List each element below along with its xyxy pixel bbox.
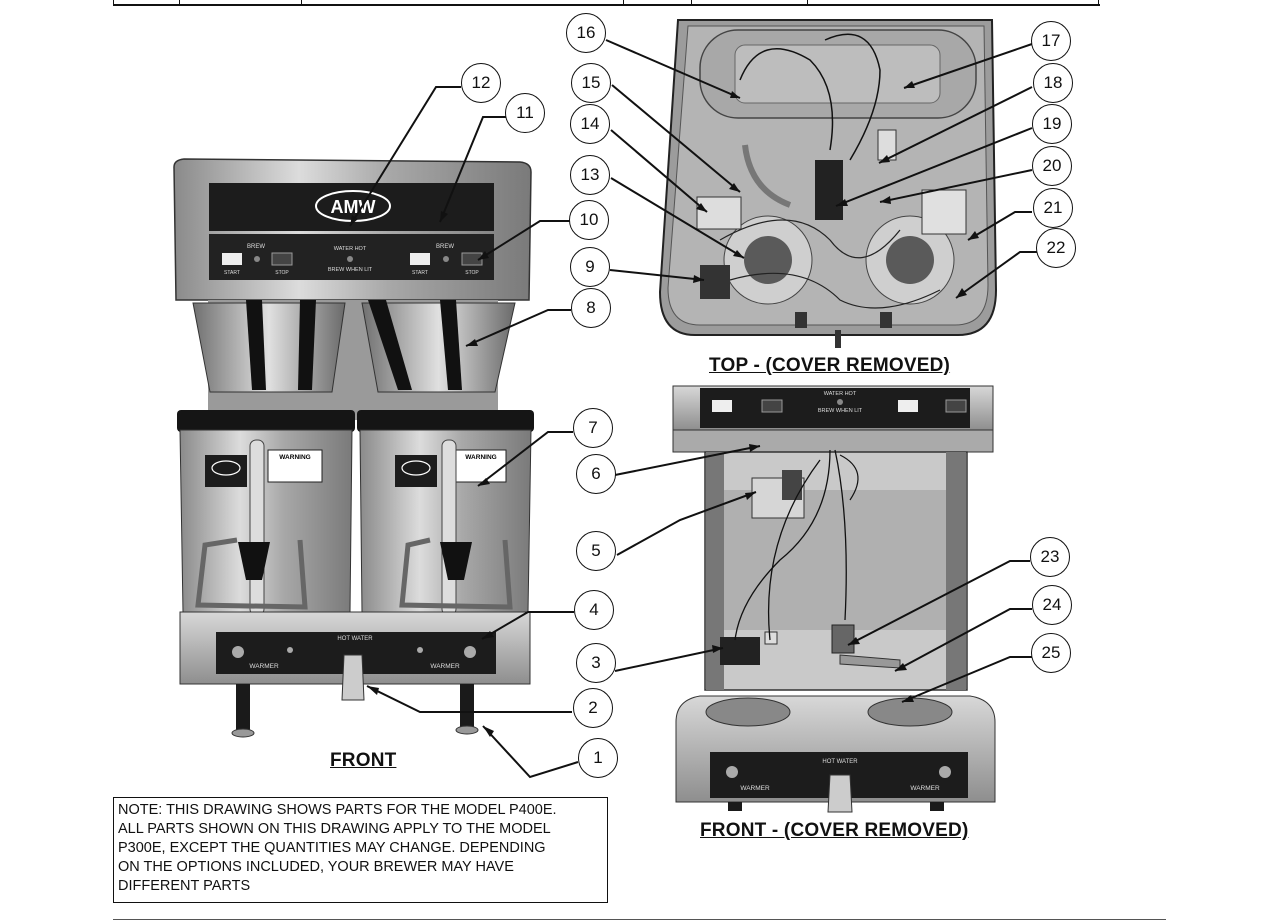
svg-text:WATER HOT: WATER HOT: [824, 391, 857, 397]
svg-text:BREW WHEN LIT: BREW WHEN LIT: [818, 408, 863, 414]
callout-23: 23: [1030, 537, 1070, 577]
svg-text:STOP: STOP: [275, 270, 289, 276]
callout-21: 21: [1033, 188, 1073, 228]
callout-5: 5: [576, 531, 616, 571]
callout-2: 2: [573, 688, 613, 728]
callout-24: 24: [1032, 585, 1072, 625]
note-line: ON THE OPTIONS INCLUDED, YOUR BREWER MAY…: [118, 859, 514, 875]
callout-22: 22: [1036, 228, 1076, 268]
top-view-drawing: [658, 19, 998, 348]
svg-text:BREW WHEN LIT: BREW WHEN LIT: [328, 267, 373, 273]
svg-text:WARMER: WARMER: [430, 663, 460, 670]
bottom-rule: [113, 919, 1166, 920]
callout-20: 20: [1032, 146, 1072, 186]
front-view-drawing: AMW BREW BREW WATER HOT BREW WHEN LIT ST…: [173, 158, 534, 738]
note-line: ALL PARTS SHOWN ON THIS DRAWING APPLY TO…: [118, 821, 551, 837]
callout-12: 12: [461, 63, 501, 103]
svg-text:WATER HOT: WATER HOT: [334, 246, 367, 252]
view-title-top-cover-removed: TOP - (COVER REMOVED): [709, 355, 951, 376]
note-box: NOTE: THIS DRAWING SHOWS PARTS FOR THE M…: [113, 797, 608, 903]
front-cover-removed-drawing: WATER HOT BREW WHEN LIT WARMER WARMER HO…: [672, 385, 996, 813]
svg-text:BREW: BREW: [436, 244, 454, 250]
top-table-edge: [113, 0, 1100, 6]
svg-text:WARNING: WARNING: [279, 454, 310, 461]
svg-text:HOT WATER: HOT WATER: [337, 636, 373, 642]
svg-text:BREW: BREW: [247, 244, 265, 250]
callout-16: 16: [566, 13, 606, 53]
svg-text:START: START: [224, 270, 240, 276]
callout-18: 18: [1033, 63, 1073, 103]
callout-25: 25: [1031, 633, 1071, 673]
svg-text:WARNING: WARNING: [465, 454, 496, 461]
callout-14: 14: [570, 104, 610, 144]
callout-6: 6: [576, 454, 616, 494]
svg-text:WARMER: WARMER: [740, 785, 770, 792]
callout-3: 3: [576, 643, 616, 683]
svg-text:WARMER: WARMER: [910, 785, 940, 792]
callout-10: 10: [569, 200, 609, 240]
svg-text:HOT WATER: HOT WATER: [822, 759, 858, 765]
callout-11: 11: [505, 93, 545, 133]
view-title-front: FRONT: [330, 750, 397, 771]
callout-4: 4: [574, 590, 614, 630]
callout-15: 15: [571, 63, 611, 103]
svg-text:START: START: [412, 270, 428, 276]
callout-8: 8: [571, 288, 611, 328]
svg-text:WARMER: WARMER: [249, 663, 279, 670]
callout-1: 1: [578, 738, 618, 778]
callout-7: 7: [573, 408, 613, 448]
callout-9: 9: [570, 247, 610, 287]
note-line: P300E, EXCEPT THE QUANTITIES MAY CHANGE.…: [118, 840, 546, 856]
callout-19: 19: [1032, 104, 1072, 144]
callout-17: 17: [1031, 21, 1071, 61]
note-line: NOTE: THIS DRAWING SHOWS PARTS FOR THE M…: [118, 802, 557, 818]
note-line: DIFFERENT PARTS: [118, 878, 251, 894]
svg-text:STOP: STOP: [465, 270, 479, 276]
callout-13: 13: [570, 155, 610, 195]
view-title-front-cover-removed: FRONT - (COVER REMOVED): [700, 820, 969, 841]
